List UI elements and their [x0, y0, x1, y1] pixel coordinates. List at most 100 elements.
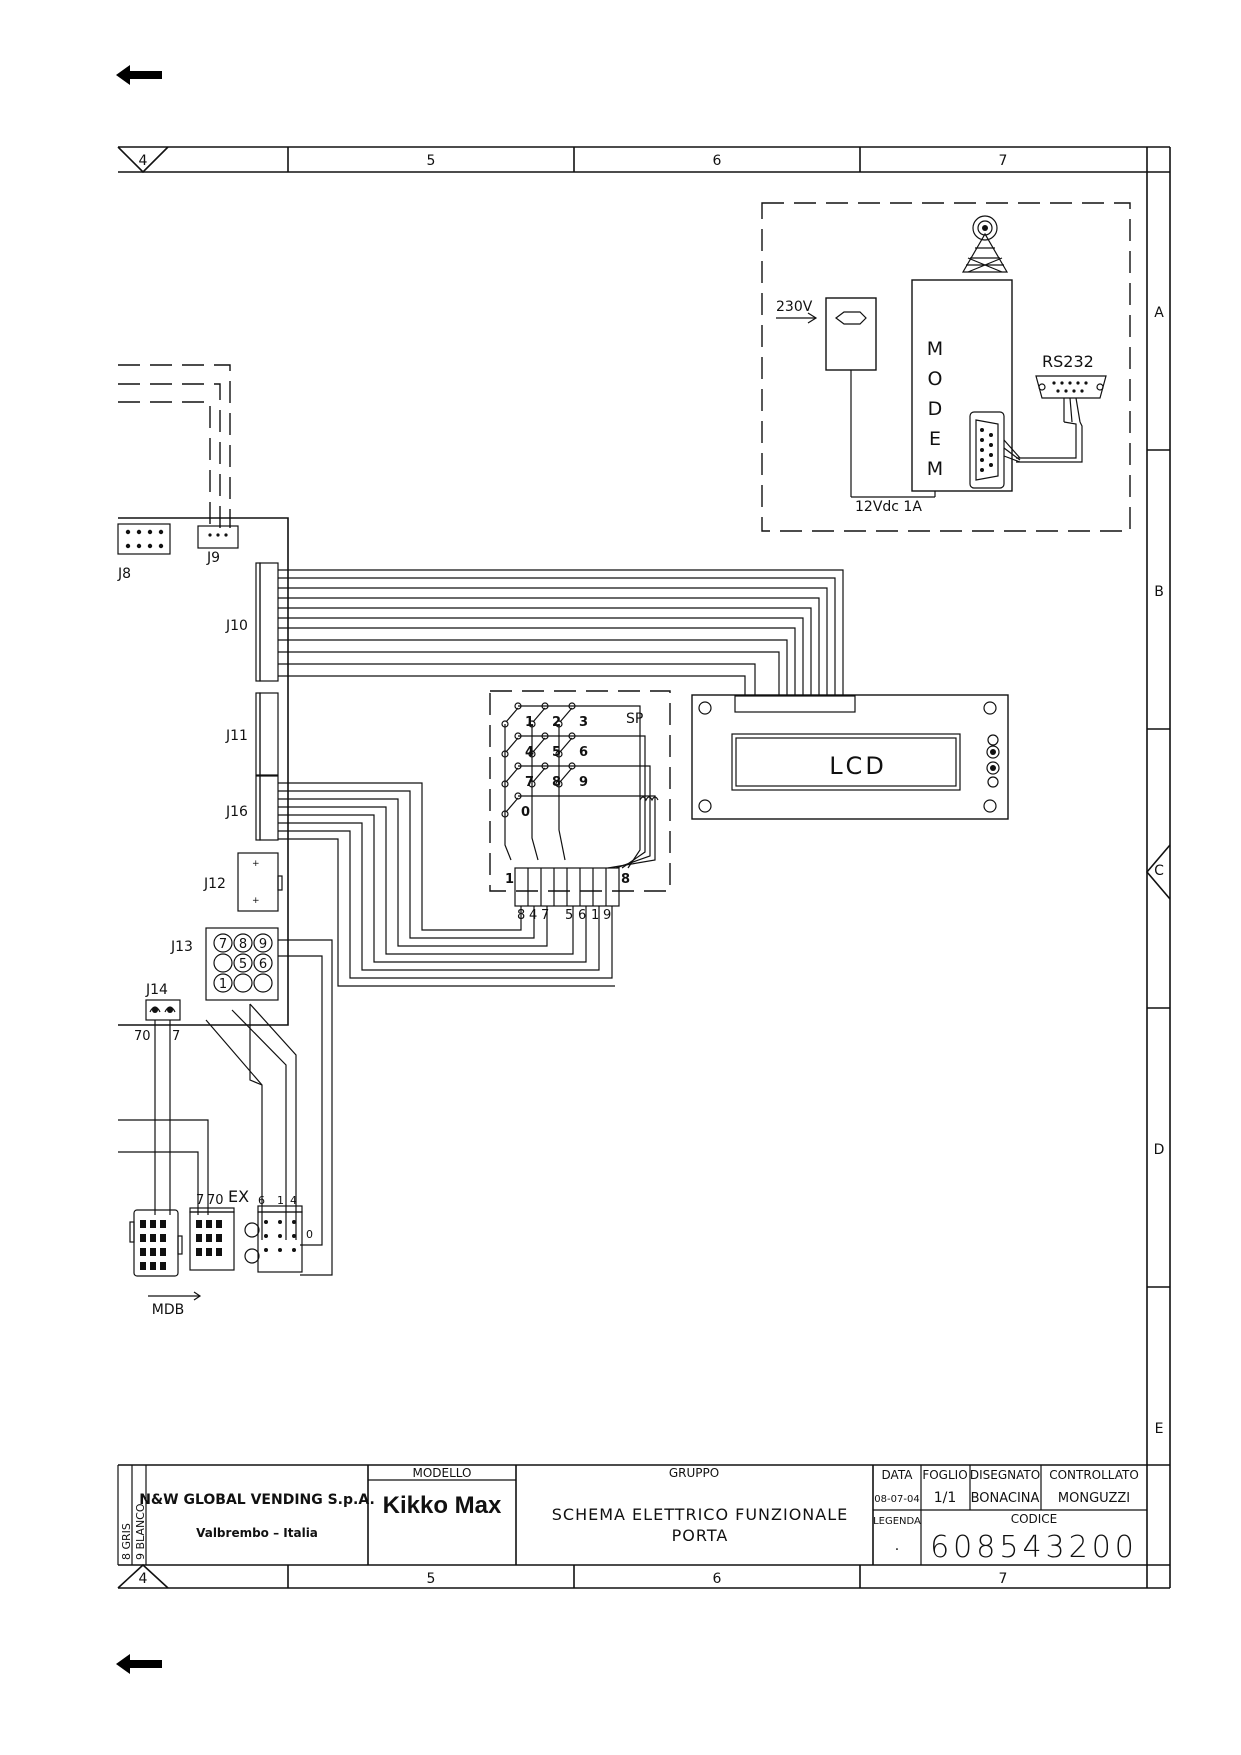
control-board-outline — [118, 517, 289, 1026]
group-heading: GRUPPO — [669, 1466, 719, 1480]
j14-label: J14 — [145, 982, 168, 998]
drawing-frame — [117, 146, 1171, 1589]
connector-j8 — [117, 523, 171, 555]
model-heading: MODELLO — [412, 1466, 471, 1480]
modem-letter: E — [929, 428, 941, 450]
lcd-ribbon-wires — [278, 569, 844, 702]
keypad-pin: 9 — [603, 908, 611, 923]
j14-pin: 70 — [134, 1029, 151, 1044]
key-label: 9 — [579, 775, 588, 790]
legend-value: . — [895, 1538, 899, 1554]
j13-pin: 9 — [259, 937, 267, 952]
keypad-pin-end: 8 — [621, 872, 630, 887]
sheet-value: 1/1 — [934, 1490, 957, 1506]
column-label: 4 — [139, 153, 148, 169]
j13-label: J13 — [170, 939, 193, 955]
j13-pin: 1 — [219, 977, 227, 992]
date-value: 08-07-04 — [874, 1494, 919, 1505]
modem-enclosure — [761, 202, 1131, 532]
supply-output-label: 12Vdc 1A — [855, 499, 922, 515]
svg-text:+: + — [252, 896, 260, 906]
arrow-left-icon — [116, 65, 162, 85]
key-label: 0 — [521, 805, 530, 820]
power-supply — [776, 297, 936, 498]
modem-letter: M — [927, 338, 943, 360]
column-label: 5 — [427, 153, 436, 169]
plug-pin: 70 — [207, 1193, 224, 1208]
checked-value: MONGUZZI — [1058, 1491, 1130, 1506]
j12-label: J12 — [203, 876, 226, 892]
key-label: 5 — [552, 745, 561, 760]
incoming-cables — [118, 364, 231, 528]
mdb-label: MDB — [152, 1302, 184, 1318]
back-arrow-top[interactable] — [116, 64, 164, 86]
column-label: 6 — [713, 1571, 722, 1587]
connector-j16 — [255, 775, 279, 841]
svg-text:+: + — [252, 859, 260, 869]
title-block — [117, 1464, 1170, 1565]
j16-label: J16 — [225, 804, 248, 820]
connector-j14 — [145, 999, 181, 1021]
arrow-left-icon — [116, 1654, 162, 1674]
column-label: 4 — [139, 1571, 148, 1587]
row-label: D — [1154, 1142, 1165, 1158]
sheet-heading: FOGLIO — [922, 1468, 967, 1482]
key-label: 2 — [552, 715, 561, 730]
keypad-wires — [278, 782, 615, 987]
column-label: 7 — [999, 1571, 1008, 1587]
drawn-value: BONACINA — [971, 1491, 1040, 1506]
antenna-icon — [961, 215, 1009, 273]
connector-j9 — [197, 525, 239, 549]
keypad-pin: 6 — [578, 908, 586, 923]
key-label: 4 — [525, 745, 534, 760]
modem-letter: M — [927, 458, 943, 480]
j13-pin: 7 — [219, 937, 227, 952]
column-label: 6 — [713, 153, 722, 169]
rs232-label: RS232 — [1042, 352, 1094, 371]
j8-label: J8 — [117, 566, 131, 582]
key-label: 8 — [552, 775, 561, 790]
legend-heading: LEGENDA — [873, 1516, 921, 1527]
date-heading: DATA — [882, 1468, 914, 1482]
ex-pin: 1 — [277, 1194, 284, 1207]
modem-letter: D — [928, 398, 943, 420]
j14-wires — [118, 1020, 209, 1215]
code-heading: CODICE — [1011, 1512, 1058, 1526]
connector-j10 — [255, 562, 279, 682]
wire-color-note: 9 BLANCO — [134, 1503, 147, 1560]
plug-pin: 7 — [196, 1193, 204, 1208]
row-label: B — [1154, 584, 1164, 600]
key-label: 3 — [579, 715, 588, 730]
rs232-connector — [1003, 375, 1107, 463]
j14-pin: 7 — [172, 1029, 180, 1044]
j13-pin: 8 — [239, 937, 247, 952]
ex-pin: 4 — [290, 1194, 297, 1207]
key-label: 1 — [525, 715, 534, 730]
company-city: Valbrembo – Italia — [196, 1526, 318, 1540]
j9-label: J9 — [206, 550, 220, 566]
j11-label: J11 — [225, 728, 248, 744]
j10-label: J10 — [225, 618, 248, 634]
mdb-plug — [129, 1209, 202, 1301]
keypad-connector — [514, 867, 620, 907]
harness-plug — [189, 1207, 235, 1271]
ex-pin: 0 — [306, 1228, 313, 1241]
ex-plug — [244, 1205, 303, 1273]
keypad-pin: 4 — [529, 908, 537, 923]
keypad-pin: 7 — [541, 908, 549, 923]
keypad-pin: 1 — [591, 908, 599, 923]
connector-j11 — [255, 692, 279, 776]
connector-j13 — [205, 927, 279, 1001]
keypad-pin-start: 1 — [505, 872, 514, 887]
company-name: N&W GLOBAL VENDING S.p.A. — [139, 1492, 375, 1508]
j13-pin: 6 — [259, 957, 267, 972]
row-label: A — [1154, 305, 1164, 321]
back-arrow-bottom[interactable] — [116, 1653, 164, 1675]
drawing-title-line2: PORTA — [672, 1526, 729, 1545]
keypad-label: SP — [626, 711, 643, 727]
row-label: E — [1155, 1421, 1164, 1437]
modem-letter: O — [928, 368, 943, 390]
key-label: 6 — [579, 745, 588, 760]
j13-harness-wires — [205, 939, 333, 1276]
